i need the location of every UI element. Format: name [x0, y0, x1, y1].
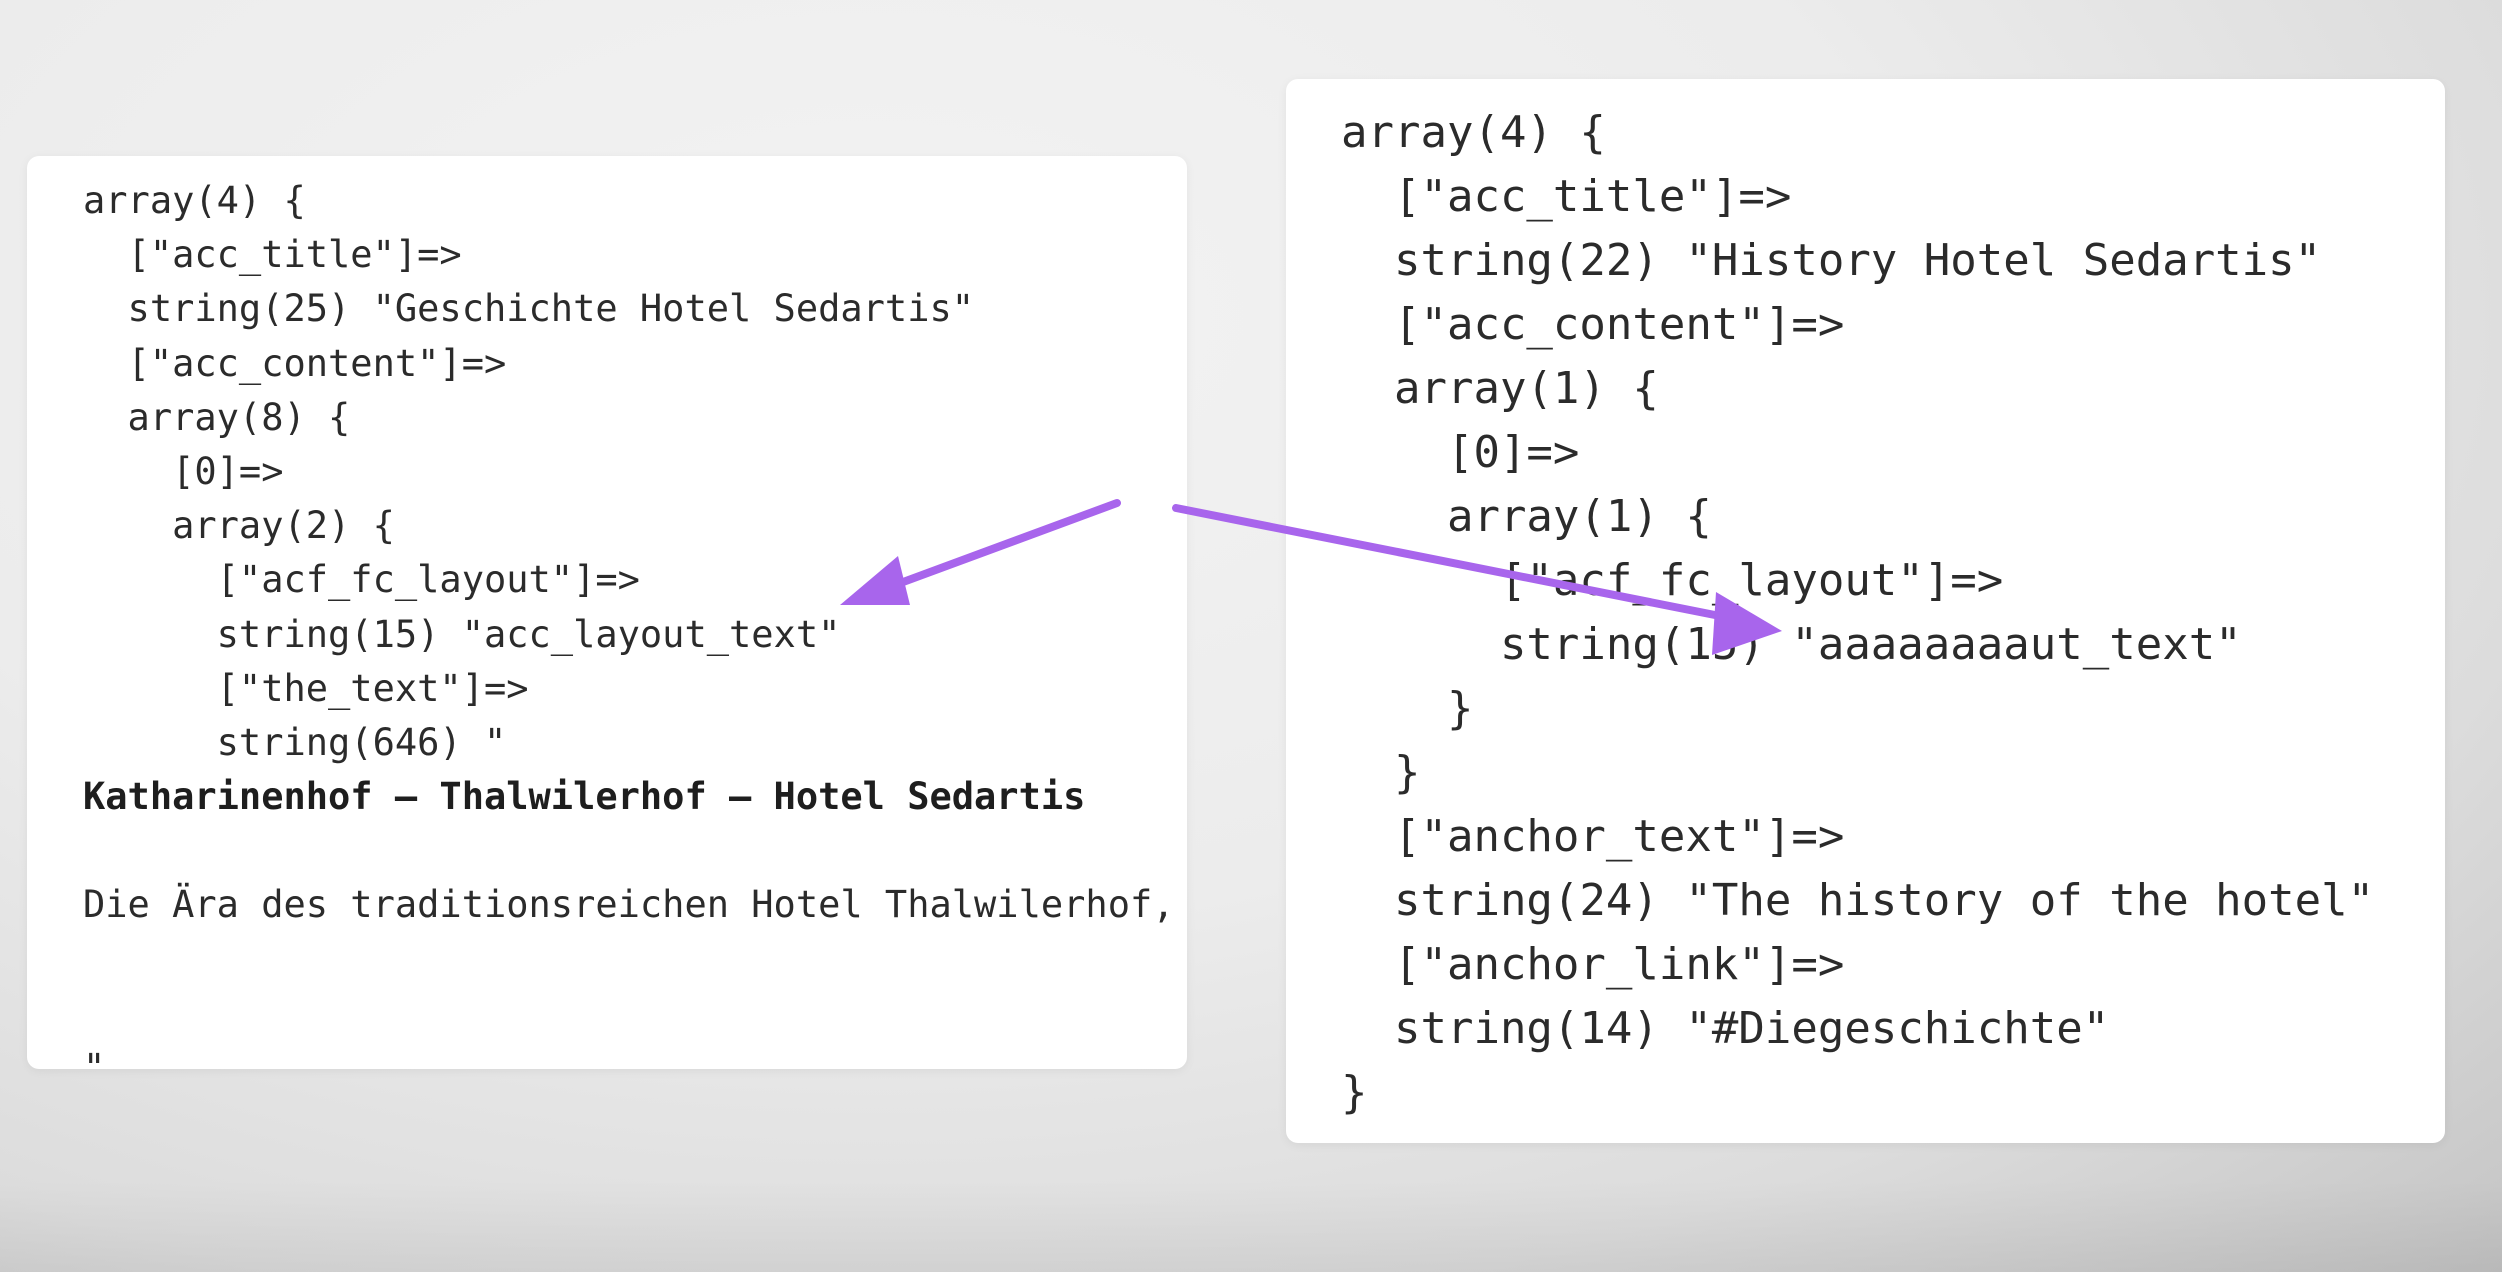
right-code-panel: array(4) { ["acc_title"]=> string(22) "H… [1286, 79, 2445, 1143]
code-line: ["the_text"]=> [83, 666, 529, 710]
code-line: [0]=> [1341, 427, 1580, 478]
code-line-heading: Katharinenhof – Thalwilerhof – Hotel Sed… [83, 775, 1086, 819]
code-line: string(14) "#Diegeschichte" [1341, 1003, 2110, 1054]
code-line: ["acf_fc_layout"]=> [1341, 555, 2004, 606]
code-line: array(8) { [83, 395, 351, 439]
code-line: string(25) "Geschichte Hotel Sedartis" [83, 287, 975, 331]
code-line: string(22) "History Hotel Sedartis" [1341, 235, 2322, 286]
code-line: " [83, 1046, 106, 1069]
code-line: ["acc_title"]=> [83, 233, 462, 277]
code-line: string(24) "The history of the hotel" [1341, 875, 2375, 926]
code-line [83, 987, 1187, 1041]
code-line: ["acc_title"]=> [1341, 171, 1792, 222]
code-line [83, 824, 1187, 878]
bottom-shade [0, 1180, 2502, 1272]
code-line-layout-value: string(15) "acc_layout_text" [83, 612, 841, 656]
code-line [83, 933, 1187, 987]
code-line: array(2) { [83, 504, 395, 548]
code-line: [0]=> [83, 449, 284, 493]
code-line: array(4) { [1341, 107, 1606, 158]
code-line: } [1341, 747, 1421, 798]
code-line: array(4) { [83, 179, 306, 222]
code-line: ["acf_fc_layout"]=> [83, 558, 640, 602]
code-line-layout-value: string(15) "aaaaaaaaut_text" [1341, 619, 2242, 670]
code-line: Die Ära des traditionsreichen Hotel Thal… [83, 883, 1175, 927]
code-line: ["anchor_text"]=> [1341, 811, 1845, 862]
code-line: string(646) " [83, 720, 507, 764]
code-line: ["anchor_link"]=> [1341, 939, 1845, 990]
code-line: ["acc_content"]=> [1341, 299, 1845, 350]
code-line: ["acc_content"]=> [83, 341, 507, 385]
code-line: array(1) { [1341, 491, 1712, 542]
code-line: array(1) { [1341, 363, 1659, 414]
code-line: } [1341, 683, 1474, 734]
left-code-panel: array(4) { ["acc_title"]=> string(25) "G… [27, 156, 1187, 1069]
code-line: } [1341, 1067, 1368, 1118]
